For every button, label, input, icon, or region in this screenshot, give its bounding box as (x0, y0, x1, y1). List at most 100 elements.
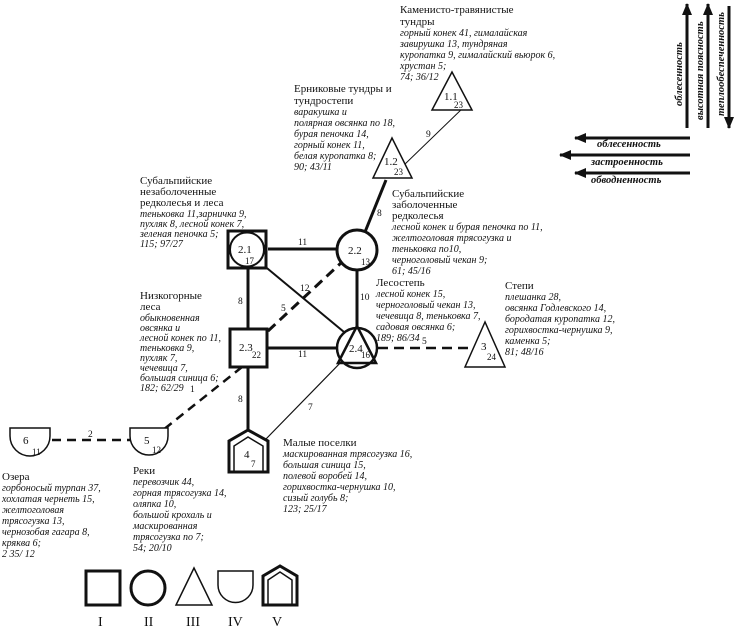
block-lesostep-title-0: Лесостепь (376, 277, 425, 289)
block-subalp-zab-title-1: заболоченные (392, 199, 457, 211)
block-lesostep: Лесостепь лесной конек 15, черноголовый … (375, 277, 481, 344)
block-tundra-line-4: 74; 36/12 (400, 72, 439, 83)
block-stepi-line-0: плешанка 28, (505, 292, 561, 303)
block-poselki-line-2: полевой воробей 14, (283, 471, 367, 482)
nodes: 1.1 23 1.2 23 2.1 17 2.2 13 2.3 22 (9, 70, 507, 474)
node-2-4-label: 2.4 (349, 343, 363, 355)
block-nizko-line-1: овсянка и (140, 323, 180, 334)
node-6: 6 11 (9, 427, 51, 457)
block-reki-line-3: большой крохаль и (133, 510, 212, 521)
block-poselki-line-3: горихвостка-чернушка 10, (283, 482, 396, 493)
block-subalp-zab-title-2: редколесья (392, 210, 444, 222)
block-tundra-line-3: хрустан 5; (399, 61, 446, 72)
label-water-horizontal: обводненность (591, 175, 662, 186)
node-2-3-label: 2.3 (239, 342, 253, 354)
legend: I II III IV V (84, 564, 299, 630)
block-ernik-title-0: Ерниковые тундры и (294, 83, 392, 95)
block-ernik-line-1: полярная овсянка по 18, (294, 118, 395, 129)
legend-house-symbol (261, 564, 299, 607)
node-2-1-count: 17 (245, 256, 255, 266)
node-2-4: 2.4 16 (335, 323, 379, 370)
block-tundra-title-0: Каменисто-травянистые (400, 4, 514, 16)
block-ernik-line-5: 90; 43/11 (294, 162, 332, 173)
node-2-1-label: 2.1 (238, 244, 252, 256)
edges (52, 105, 474, 442)
block-reki-line-6: 54; 20/10 (133, 543, 172, 554)
block-ozera-line-3: трясогузка 13, (2, 516, 64, 527)
edge-weight-2-4-to-4: 7 (308, 403, 313, 413)
node-1-2-label: 1.2 (384, 156, 398, 168)
label-build-horizontal: застроенность (590, 157, 663, 168)
edge-weight-2-3-to-2-2: 5 (281, 304, 286, 314)
node-4-count: 7 (251, 459, 256, 469)
block-nizko-title-0: Низкогорные (140, 290, 202, 302)
edge-weight-1-1-to-1-2: 9 (426, 130, 431, 140)
block-subalp-ne-title-1: незаболоченные (140, 186, 216, 198)
block-subalp-zab-line-4: 61; 45/16 (392, 266, 431, 277)
block-poselki-line-5: 123; 25/17 (283, 504, 328, 515)
block-nizko-line-0: обыкновенная (140, 313, 200, 324)
block-reki-line-4: маскированная (132, 521, 198, 532)
block-ozera-title-0: Озера (2, 471, 30, 483)
vertical-gradient-labels: облесенность высотная поясность теплообе… (674, 12, 727, 120)
block-nizko-line-7: 182; 62/29 (140, 383, 184, 394)
legend-numeral-1: I (98, 615, 103, 630)
node-6-count: 11 (32, 447, 41, 457)
block-stepi-line-3: горихвостка-чернушка 9, (505, 325, 613, 336)
node-2-1: 2.1 17 (226, 229, 268, 270)
edge-1-1-to-1-2 (402, 105, 466, 167)
block-nizko-line-3: теньковка 9, (140, 343, 194, 354)
label-heat-vertical: теплообеспеченность (716, 12, 727, 116)
block-ozera-line-1: хохлатая чернеть 15, (1, 494, 95, 505)
block-stepi: Степи плешанка 28, овсянка Годлевского 1… (505, 280, 615, 358)
block-nizko-line-5: чечевица 7, (140, 363, 188, 374)
block-subalp-ne-line-2: зеленая пеночка 5; (139, 229, 218, 240)
block-reki-line-5: трясогузка по 7; (133, 532, 204, 543)
legend-numeral-5: V (272, 615, 282, 630)
edge-weight-2-1-to-2-3: 8 (238, 297, 243, 307)
block-subalp-zab-title-0: Субальпийские (392, 188, 464, 200)
block-poselki-title-0: Малые поселки (283, 437, 357, 449)
block-stepi-line-2: бородатая куропатка 12, (505, 314, 615, 325)
block-lesostep-line-4: 189; 86/34 (376, 333, 420, 344)
block-reki-line-0: перевозчик 44, (133, 477, 194, 488)
node-3: 3 24 (463, 320, 507, 368)
node-3-count: 24 (487, 352, 497, 362)
block-ozera-line-6: 2 35/ 12 (2, 549, 35, 560)
block-subalp-zab-line-1: желтоголовая трясогузка и (392, 233, 511, 244)
block-ernik-line-0: варакушка и (294, 107, 347, 118)
node-1-1-count: 23 (454, 100, 464, 110)
edge-weight-5-to-6: 2 (88, 430, 93, 440)
block-lesostep-line-1: черноголовый чекан 13, (376, 300, 476, 311)
node-4: 4 7 (227, 428, 270, 474)
block-subalp-zab-line-3: черноголовый чекан 9; (392, 255, 487, 266)
block-reki-line-1: горная трясогузка 14, (133, 488, 226, 499)
block-lesostep-line-2: чечевица 8, теньковка 7, (376, 311, 481, 322)
block-nizko-line-2: лесной конек по 11, (139, 333, 221, 344)
node-2-3-count: 22 (252, 350, 261, 360)
node-5: 5 12 (129, 427, 169, 456)
block-nizko-line-6: большая синица 6; (140, 373, 219, 384)
node-2-3: 2.3 22 (228, 327, 269, 369)
edge-weight-2-3-to-4: 8 (238, 395, 243, 405)
edge-weight-2-4-to-3: 5 (422, 337, 427, 347)
block-poselki-line-1: большая синица 15, (283, 460, 366, 471)
block-poselki-line-4: сизый голубь 8; (283, 493, 348, 504)
node-2-2-label: 2.2 (348, 245, 362, 257)
block-ozera-line-5: кряква 6; (2, 538, 41, 549)
node-1-1-label: 1.1 (444, 91, 458, 103)
block-ernik-line-3: горный конек 11, (294, 140, 365, 151)
block-subalp-zab-line-0: лесной конек и бурая пеночка по 11, (391, 222, 543, 233)
node-1-1: 1.1 23 (430, 70, 474, 111)
block-subalp-ne-line-0: теньковка 11,зарничка 9, (140, 209, 247, 220)
edge-weight-2-1-to-2-4: 12 (300, 284, 310, 294)
legend-numeral-4: IV (228, 615, 243, 630)
block-subalp-ne-line-3: 115; 97/27 (140, 239, 184, 250)
edge-weight-2-3-to-5: 1 (190, 385, 195, 395)
block-tundra: Каменисто-травянистые тундры горный коне… (399, 4, 555, 83)
label-forest-horizontal: облесенность (597, 139, 661, 150)
text-blocks: Каменисто-травянистые тундры горный коне… (1, 4, 615, 560)
node-1-2-count: 23 (394, 167, 404, 177)
legend-square-symbol (84, 569, 122, 607)
